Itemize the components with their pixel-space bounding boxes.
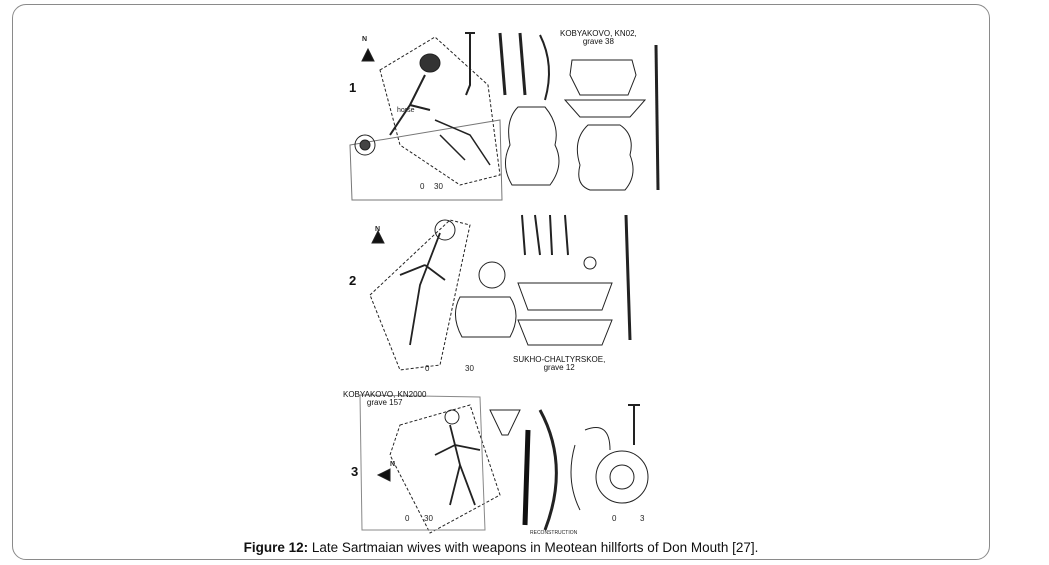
horse-label: horse: [397, 107, 415, 114]
ring-3: [595, 450, 649, 504]
panel-number-2: 2: [349, 273, 357, 288]
panel-number-1: 1: [349, 80, 357, 95]
site-label-3: KOBYAKOVO, KN2000 grave 157: [343, 390, 427, 408]
scale-3-end: 30: [424, 514, 433, 523]
arrow-north-2: [371, 229, 385, 244]
funnel-3: [489, 409, 521, 436]
scale-1-end: 30: [434, 182, 443, 191]
scale-2-zero: 0: [425, 364, 430, 373]
skeleton-3: [434, 424, 481, 506]
bowl-2b: [517, 319, 613, 346]
scale-2-end: 30: [465, 364, 474, 373]
grave-outline-2: [369, 219, 471, 371]
grave-pit-1: [349, 119, 503, 201]
bow-3: [538, 409, 558, 531]
spear-1: [654, 44, 660, 191]
ring-2: [583, 256, 597, 270]
sword-2: [518, 32, 527, 96]
figure-caption: Figure 12: Late Sartmaian wives with wea…: [0, 540, 1002, 555]
jug-2: [576, 124, 634, 191]
grave-outline-1: [379, 36, 501, 186]
skull-1: [419, 53, 441, 73]
arrow-north-3: [376, 468, 391, 482]
torque-3: [570, 444, 581, 511]
horse-bones: [434, 119, 491, 166]
arrow-north-1: [361, 47, 375, 62]
figure-label: Figure 12:: [243, 540, 309, 555]
dagger-1: [465, 32, 475, 96]
scale-3-zero: 0: [405, 514, 410, 523]
skeleton-2: [399, 232, 446, 346]
site-label-2: SUKHO-CHALTYRSKOE, grave 12: [513, 355, 606, 373]
grave-pit-3: [359, 394, 486, 531]
skull-2: [434, 219, 456, 241]
blade-3: [522, 429, 531, 526]
spear-2: [624, 214, 632, 341]
arc-3: [584, 427, 611, 451]
north-label-2: N: [375, 226, 381, 233]
sword-1: [498, 32, 507, 96]
vessel-2: [478, 261, 506, 289]
archaeological-plate: [340, 25, 664, 537]
panel-number-3: 3: [351, 464, 359, 479]
site-label-1: KOBYAKOVO, KN02, grave 38: [560, 29, 637, 47]
reconstruction-label: RECONSTRUCTION: [530, 530, 578, 536]
dagger-3: [628, 404, 640, 445]
plate-drawing: [349, 32, 660, 534]
skeleton-1: [389, 74, 431, 136]
skull-3: [444, 409, 460, 425]
grave-outline-3: [389, 404, 501, 534]
figure-caption-text: Late Sartmaian wives with weapons in Meo…: [311, 540, 759, 555]
bowl-1: [563, 99, 647, 118]
scale-1-zero: 0: [420, 182, 425, 191]
jar-2: [455, 296, 517, 338]
north-label-1: N: [362, 36, 368, 43]
scale-4-zero: 0: [612, 514, 617, 523]
bowl-2a: [517, 282, 613, 311]
north-label-3: N: [390, 461, 396, 468]
bow-1: [539, 34, 550, 101]
pot-1: [569, 59, 637, 96]
scale-4-end: 3: [640, 514, 645, 523]
tools-2: [521, 214, 569, 256]
jug-1: [505, 106, 560, 186]
mirror-1: [354, 134, 376, 156]
